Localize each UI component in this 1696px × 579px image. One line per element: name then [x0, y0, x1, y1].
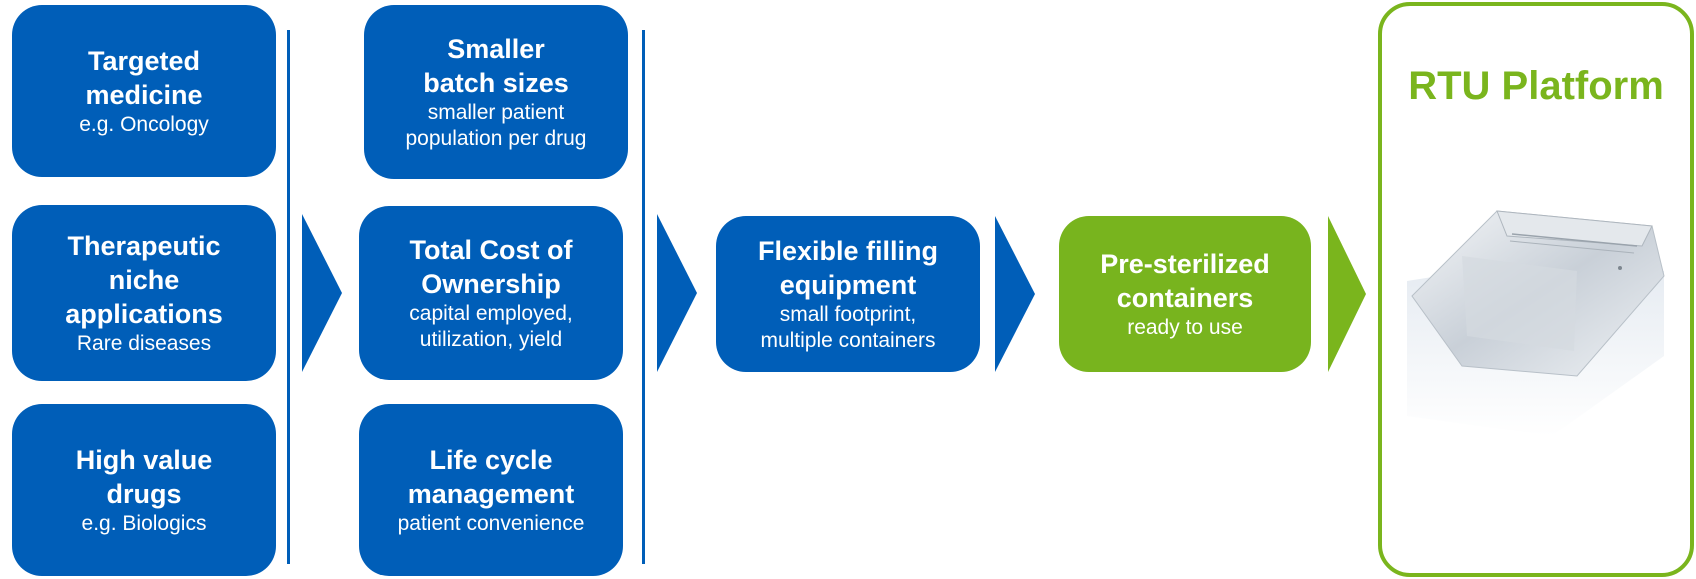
- rtu-platform-panel: RTU Platform: [1378, 2, 1694, 577]
- box-title: Total Cost of Ownership: [409, 235, 573, 299]
- chevron-right-icon: [1328, 216, 1366, 372]
- box-subtitle: smaller patient population per drug: [405, 101, 587, 150]
- box-targeted-medicine: Targeted medicine e.g. Oncology: [12, 5, 276, 177]
- sterile-package-image: [1407, 210, 1665, 436]
- box-subtitle: e.g. Oncology: [79, 113, 209, 136]
- box-smaller-batch-sizes: Smaller batch sizes smaller patient popu…: [364, 5, 628, 179]
- box-flexible-filling-equipment: Flexible filling equipment small footpri…: [716, 216, 980, 372]
- box-title: Therapeutic niche applications: [65, 231, 223, 329]
- box-subtitle: e.g. Biologics: [81, 512, 207, 535]
- box-pre-sterilized-containers: Pre-sterilized containers ready to use: [1059, 216, 1311, 372]
- box-subtitle: capital employed, utilization, yield: [409, 302, 573, 351]
- box-total-cost-of-ownership: Total Cost of Ownership capital employed…: [359, 206, 623, 380]
- box-title: Pre-sterilized containers: [1100, 249, 1270, 313]
- box-title: Flexible filling equipment: [757, 236, 939, 300]
- box-title: Life cycle management: [407, 445, 575, 509]
- box-high-value-drugs: High value drugs e.g. Biologics: [12, 404, 276, 576]
- chevron-right-icon: [657, 214, 697, 372]
- box-life-cycle-management: Life cycle management patient convenienc…: [359, 404, 623, 576]
- platform-title: RTU Platform: [1408, 64, 1664, 108]
- divider-line-2: [642, 30, 645, 564]
- box-subtitle: patient convenience: [397, 512, 585, 535]
- box-title: Targeted medicine: [85, 46, 203, 110]
- chevron-right-icon: [995, 216, 1035, 372]
- box-title: Smaller batch sizes: [423, 34, 569, 98]
- box-therapeutic-niche: Therapeutic niche applications Rare dise…: [12, 205, 276, 381]
- box-title: High value drugs: [75, 445, 213, 509]
- box-subtitle: small footprint, multiple containers: [760, 303, 936, 352]
- box-subtitle: ready to use: [1127, 316, 1243, 339]
- box-subtitle: Rare diseases: [76, 332, 212, 355]
- divider-line-1: [287, 30, 290, 564]
- chevron-right-icon: [302, 214, 342, 372]
